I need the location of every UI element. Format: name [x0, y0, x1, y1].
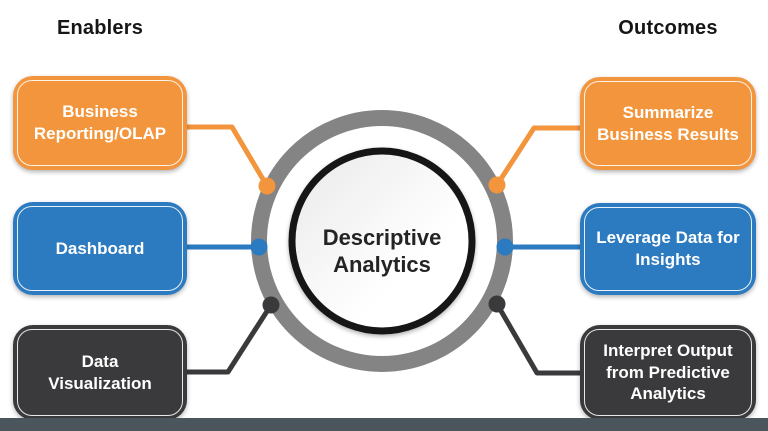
ring-dot-orange-right [488, 176, 506, 194]
ring-dot-dark-left [262, 296, 280, 314]
outcome-label: Leverage Data for Insights [596, 228, 740, 269]
outcome-label: Summarize Business Results [597, 102, 739, 144]
outcome-box-summarize-business-results: Summarize Business Results [580, 77, 756, 170]
connector-interpret-output [494, 302, 582, 376]
outcome-box-interpret-output-predictive: Interpret Output from Predictive Analyti… [580, 325, 756, 420]
enabler-box-data-visualization: Data Visualization [13, 325, 187, 420]
outcome-box-leverage-data-for-insights: Leverage Data for Insights [580, 203, 756, 295]
footer-bar [0, 418, 768, 431]
enabler-label: Dashboard [55, 238, 145, 258]
enabler-box-dashboard: Dashboard [13, 202, 187, 295]
enabler-box-business-reporting-olap: Business Reporting/OLAP [13, 76, 187, 170]
connector-data-visualization [186, 303, 274, 375]
ring-dot-orange-left [258, 177, 276, 195]
enabler-label: Business Reporting/OLAP [33, 102, 167, 143]
connector-summarize-results [494, 125, 582, 187]
ring-dot-dark-right [488, 295, 506, 313]
ring-dot-blue-right [496, 238, 514, 256]
center-circle-label: Descriptive Analytics [322, 225, 442, 277]
enablers-heading: Enablers [56, 17, 144, 39]
outcomes-heading: Outcomes [618, 17, 718, 39]
outcome-label: Interpret Output from Predictive Analyti… [603, 340, 733, 404]
ring-dot-blue-left [250, 238, 268, 256]
connector-business-reporting [186, 124, 270, 188]
enabler-label: Data Visualization [48, 351, 152, 393]
